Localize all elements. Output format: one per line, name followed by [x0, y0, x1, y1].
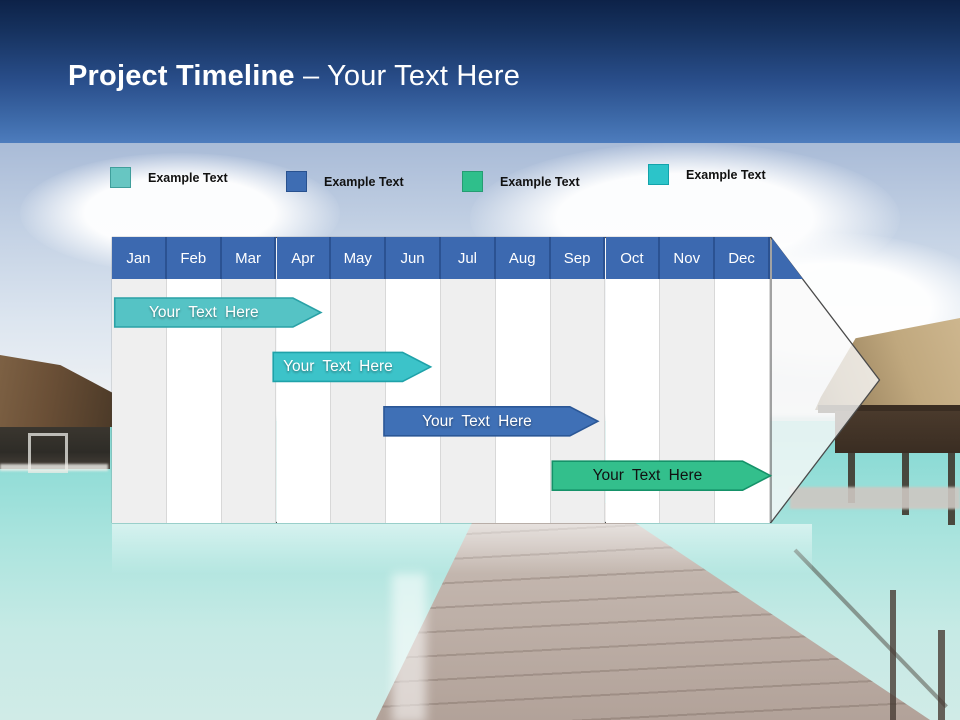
month-header-cell: Jun: [386, 237, 441, 279]
legend-item[interactable]: Example Text: [286, 171, 404, 192]
task-bar-label[interactable]: Your Text Here: [148, 304, 259, 321]
chart-reflection: [112, 524, 812, 574]
legend-swatch-icon: [110, 167, 131, 188]
legend-item-label: Example Text: [324, 174, 404, 189]
legend-item[interactable]: Example Text: [648, 164, 766, 185]
slide-title-subtext: – Your Text Here: [294, 60, 521, 92]
month-header-cell: Dec: [715, 237, 770, 279]
month-header-cell: Nov: [660, 237, 716, 279]
month-header-cell: Jul: [441, 237, 496, 279]
month-header-cell: Feb: [166, 237, 222, 279]
legend-item-label: Example Text: [686, 167, 766, 182]
month-column: [495, 279, 551, 523]
legend-swatch-icon: [286, 171, 307, 192]
month-header-cell: Oct: [605, 237, 661, 279]
legend-item-label: Example Text: [500, 174, 580, 189]
bungalow-left-deck: [0, 464, 108, 471]
pier-post: [890, 590, 896, 720]
month-header-cell: Jan: [112, 237, 167, 279]
legend-item[interactable]: Example Text: [110, 167, 228, 188]
pier-highlight: [392, 573, 426, 720]
month-header-cell: Sep: [550, 237, 606, 279]
month-column: [386, 279, 441, 523]
task-bar-label[interactable]: Your Text Here: [592, 467, 703, 485]
bungalow-left-ladder: [28, 433, 68, 473]
slide-title[interactable]: Project Timeline – Your Text Here: [68, 60, 520, 93]
month-column: [441, 279, 496, 523]
slide-title-emphasis: Project Timeline: [68, 60, 295, 92]
month-header-cell: Apr: [276, 237, 332, 279]
bungalow-right-eave: [818, 405, 960, 413]
bungalow-post: [902, 451, 909, 515]
legend-item-label: Example Text: [148, 170, 228, 185]
month-header-cell: Aug: [495, 237, 551, 279]
month-column: [331, 279, 387, 523]
task-bar-label[interactable]: Your Text Here: [422, 412, 532, 430]
title-bar: Project Timeline – Your Text Here: [0, 0, 960, 143]
month-header-cell: Mar: [221, 237, 277, 279]
month-header-cell: May: [331, 237, 387, 279]
legend-item[interactable]: Example Text: [462, 171, 580, 192]
legend-swatch-icon: [462, 171, 483, 192]
pier-post: [938, 630, 945, 720]
legend-swatch-icon: [648, 164, 669, 185]
task-bar-label[interactable]: Your Text Here: [283, 358, 393, 376]
